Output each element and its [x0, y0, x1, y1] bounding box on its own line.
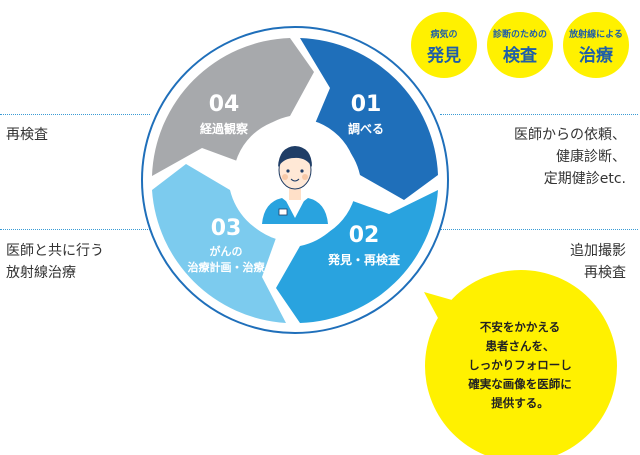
guide-line-right-top	[440, 114, 638, 115]
segment-01	[300, 38, 438, 200]
badge-treatment-big: 治療	[579, 46, 613, 66]
guide-line-left-bottom	[0, 229, 150, 230]
bubble-line-1: 不安をかかえる	[479, 320, 561, 334]
right-bottom-label: 追加撮影 再検査	[570, 240, 626, 284]
badge-treatment-small: 放射線による	[569, 30, 623, 40]
badge-examination-big: 検査	[503, 46, 537, 66]
segment-04	[152, 38, 314, 176]
right-top-line-1: 医師からの依頼、	[514, 127, 626, 143]
outer-ring	[141, 26, 449, 334]
guide-line-right-bottom	[440, 229, 638, 230]
bubble-line-3: しっかりフォローし	[468, 358, 572, 372]
segment-02	[276, 190, 438, 323]
left-bottom-line-2: 放射線治療	[6, 265, 76, 281]
right-top-line-2: 健康診断、	[556, 149, 626, 165]
left-top-label: 再検査	[6, 127, 48, 143]
speech-bubble-text: 不安をかかえる 患者さんを、 しっかりフォローし 確実な画像を医師に 提供する。	[430, 318, 610, 413]
segment-01-label: 調べる	[348, 121, 384, 136]
speech-bubble	[424, 270, 617, 455]
badge-examination-small: 診断のための	[492, 30, 547, 40]
left-bottom-label: 医師と共に行う 放射線治療	[6, 240, 104, 284]
segment-03-label-line2: 治療計画・治療	[188, 260, 266, 274]
right-bottom-line-1: 追加撮影	[570, 243, 626, 259]
segment-03-number: 03	[211, 216, 242, 241]
segment-02-label: 発見・再検査	[327, 252, 401, 267]
bubble-line-2: 患者さんを、	[485, 339, 555, 353]
badge-discovery-small: 病気の	[430, 30, 458, 40]
guide-line-left-top	[0, 114, 150, 115]
right-top-line-3: 定期健診etc.	[543, 171, 626, 187]
right-top-label: 医師からの依頼、 健康診断、 定期健診etc.	[514, 124, 626, 190]
badge-treatment: 放射線による 治療	[563, 12, 629, 78]
bubble-line-4: 確実な画像を医師に	[468, 377, 572, 391]
badge-discovery: 病気の 発見	[411, 12, 477, 78]
segment-04-label: 経過観察	[200, 121, 249, 136]
badge-discovery-big: 発見	[427, 46, 461, 66]
segment-04-number: 04	[209, 92, 240, 117]
segment-02-number: 02	[349, 223, 380, 248]
segment-03-label-line1: がんの	[210, 244, 243, 258]
bubble-line-5: 提供する。	[491, 396, 549, 410]
left-bottom-line-1: 医師と共に行う	[6, 243, 104, 259]
right-bottom-line-2: 再検査	[584, 265, 626, 281]
segment-03	[152, 164, 286, 323]
segment-01-number: 01	[351, 92, 382, 117]
badge-examination: 診断のための 検査	[487, 12, 553, 78]
doctor-illustration	[262, 146, 328, 224]
